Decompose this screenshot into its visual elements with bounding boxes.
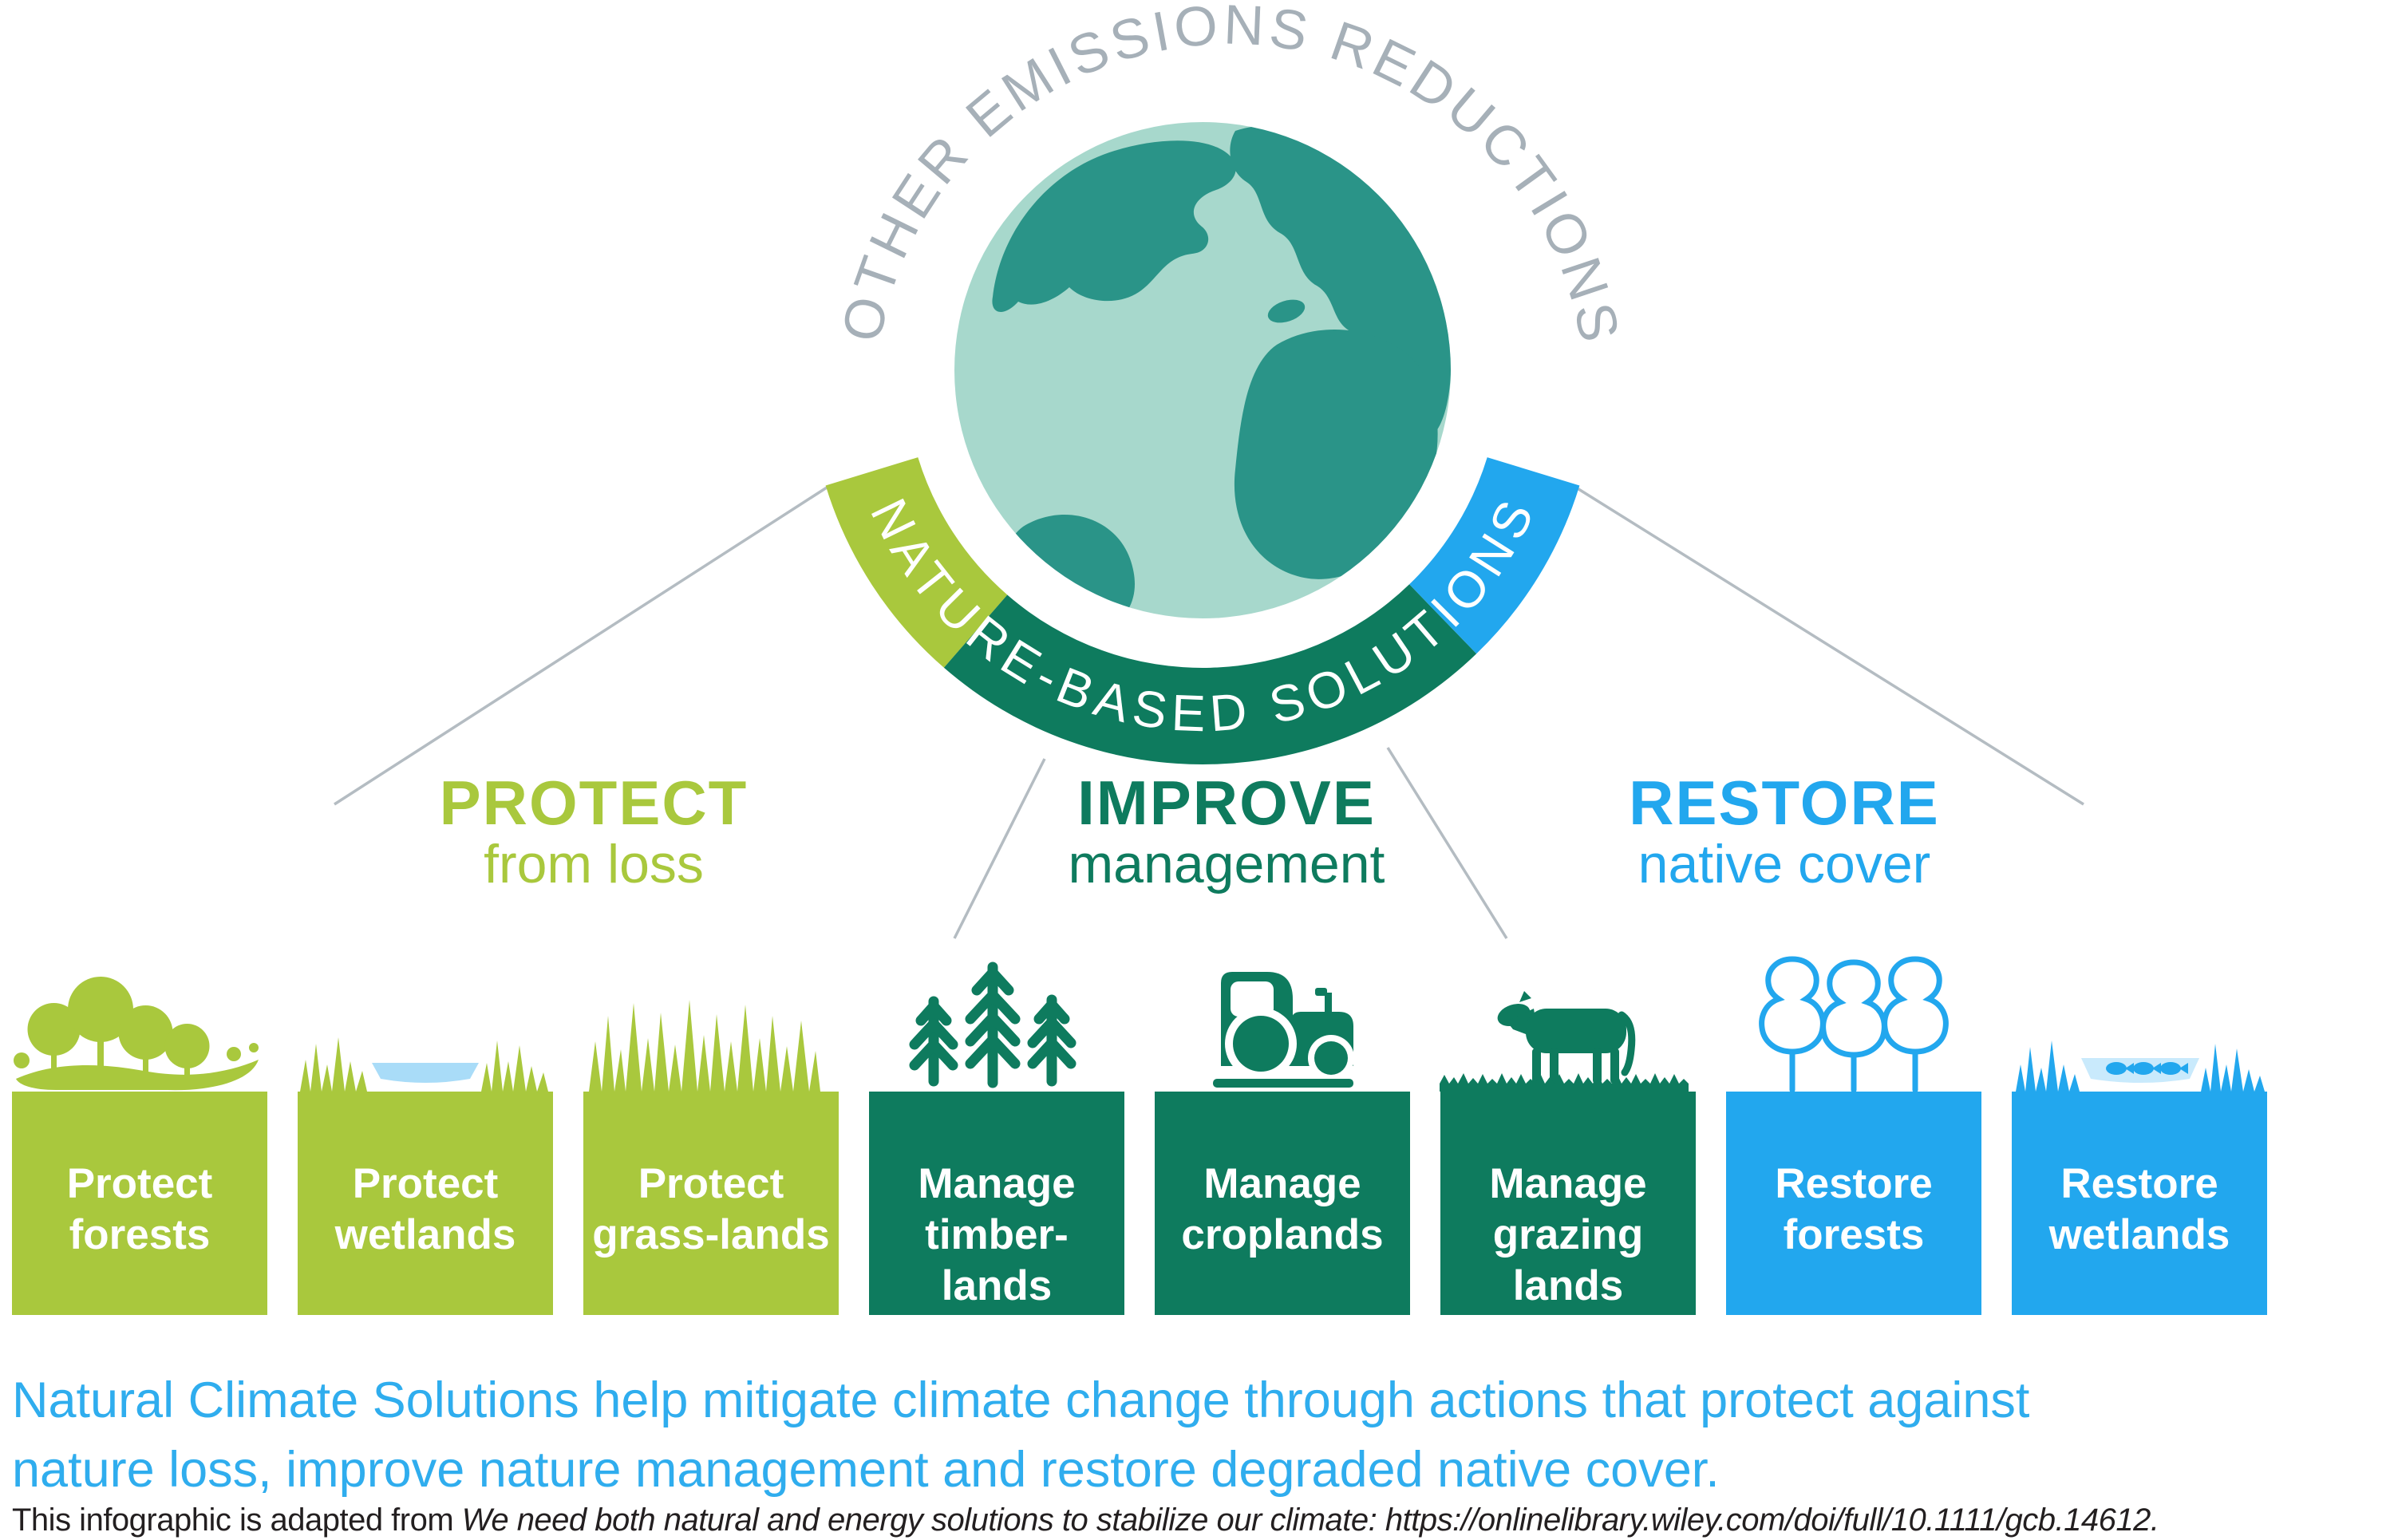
ring-segment-improve bbox=[943, 584, 1477, 764]
attribution-source: We need both natural and energy solution… bbox=[461, 1502, 2159, 1538]
wetland-pool-icon bbox=[294, 1028, 557, 1092]
trees-on-hill-icon bbox=[8, 972, 271, 1092]
box-protect-wetlands-label: Protect wetlands bbox=[334, 1160, 516, 1258]
globe-landmasses bbox=[992, 124, 1451, 618]
tractor-icon bbox=[1151, 948, 1414, 1092]
category-restore-subtitle: native cover bbox=[1637, 834, 1931, 894]
land-north-america bbox=[992, 140, 1236, 312]
box-protect-wetlands: Protect wetlands bbox=[298, 1092, 553, 1315]
box-restore-wetlands: Restore wetlands bbox=[2012, 1092, 2267, 1315]
connector-line-left-inner bbox=[953, 758, 1046, 939]
box-manage-grazinglands: Manage grazing lands bbox=[1440, 1092, 1696, 1315]
attribution-prefix: This infographic is adapted from bbox=[12, 1502, 462, 1538]
land-small-island bbox=[1267, 299, 1306, 323]
category-improve: IMPROVE management bbox=[947, 771, 1506, 894]
connector-line-left-outer bbox=[334, 486, 828, 806]
box-manage-grazinglands-label: Manage grazing lands bbox=[1489, 1160, 1647, 1309]
box-manage-croplands: Manage croplands bbox=[1155, 1092, 1410, 1315]
globe bbox=[954, 122, 1451, 618]
box-restore-forests-label: Restore forests bbox=[1775, 1160, 1933, 1258]
grass-tuft-icon bbox=[579, 992, 843, 1092]
category-restore: RESTORE native cover bbox=[1505, 771, 2064, 894]
category-protect-subtitle: from loss bbox=[484, 834, 704, 894]
planted-trees-icon bbox=[1722, 950, 1985, 1092]
box-protect-forests-label: Protect forests bbox=[66, 1160, 213, 1258]
connector-line-right-outer bbox=[1575, 486, 2084, 806]
category-improve-subtitle: management bbox=[1068, 834, 1385, 894]
land-africa bbox=[1234, 329, 1438, 579]
box-manage-croplands-label: Manage croplands bbox=[1181, 1160, 1384, 1258]
pine-trees-icon bbox=[865, 946, 1128, 1092]
nature-based-solutions-ring bbox=[825, 457, 1580, 764]
box-manage-timberlands-label: Manage timber- lands bbox=[918, 1160, 1076, 1309]
ring-segment-protect bbox=[825, 457, 1008, 668]
summary-text: Natural Climate Solutions help mitigate … bbox=[12, 1372, 2030, 1498]
cow-grazing-icon bbox=[1436, 980, 1700, 1092]
connector-line-right-inner bbox=[1386, 747, 1508, 939]
category-improve-title: IMPROVE bbox=[1077, 768, 1376, 838]
box-restore-forests: Restore forests bbox=[1726, 1092, 1981, 1315]
box-restore-wetlands-label: Restore wetlands bbox=[2048, 1160, 2230, 1258]
box-protect-forests: Protect forests bbox=[12, 1092, 267, 1315]
category-restore-title: RESTORE bbox=[1629, 768, 1940, 838]
connector-lines bbox=[334, 486, 2084, 939]
category-protect: PROTECT from loss bbox=[314, 771, 873, 894]
wetland-fish-icon bbox=[2008, 1029, 2271, 1092]
box-protect-grasslands: Protect grass-lands bbox=[583, 1092, 839, 1315]
box-protect-grasslands-label: Protect grass-lands bbox=[592, 1160, 830, 1258]
category-protect-title: PROTECT bbox=[439, 768, 749, 838]
attribution-text: This infographic is adapted from We need… bbox=[12, 1499, 2394, 1540]
ring-segment-restore bbox=[1409, 457, 1580, 654]
box-manage-timberlands: Manage timber- lands bbox=[869, 1092, 1124, 1315]
